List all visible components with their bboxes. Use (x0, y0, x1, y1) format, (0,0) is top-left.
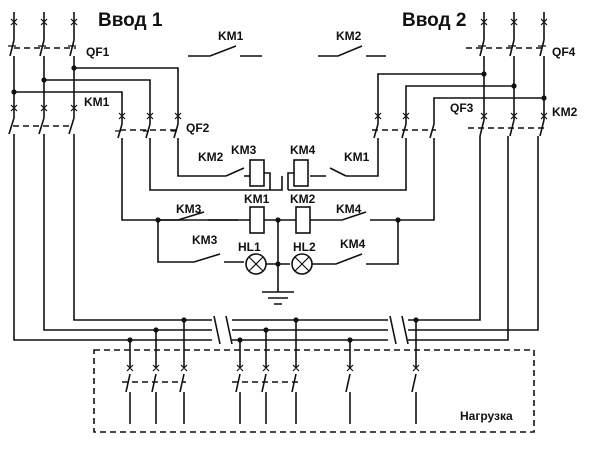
input-2-supply-lines (480, 12, 548, 40)
km4-coil (293, 159, 309, 187)
km4-coil-label: KM4 (290, 143, 316, 157)
hl1-lamp (245, 253, 267, 275)
km3-coil-label: KM3 (231, 143, 257, 157)
km1-top-label: KM1 (218, 29, 244, 43)
km2-top-label: KM2 (336, 29, 362, 43)
input-1-tap-bus (11, 65, 179, 110)
qf4-breaker (466, 39, 546, 68)
load-box (93, 349, 535, 433)
km4-contact (310, 211, 398, 221)
km4-contact-label: KM4 (336, 202, 362, 216)
km4-lamp-contact-label: KM4 (340, 237, 366, 251)
km2-coil (295, 206, 311, 234)
hl2-label: HL2 (293, 240, 316, 254)
km2-left-control-label: KM2 (198, 150, 224, 164)
hl2-lamp (291, 253, 313, 275)
km1-coil-label: KM1 (244, 192, 270, 206)
qf2-label: QF2 (186, 121, 210, 135)
ground-symbol (262, 291, 294, 305)
km3-coil-lead (264, 172, 271, 190)
right-control-wiring (288, 138, 435, 221)
load-breaker-group-2 (232, 364, 300, 424)
km4-coil-lead (287, 172, 294, 190)
input-1-supply-lines (10, 12, 78, 40)
km1-left-switch-label: KM1 (84, 95, 110, 109)
km2-right-switch-label: KM2 (552, 105, 578, 119)
qf2-breaker (115, 110, 182, 139)
km3-contact-label: KM3 (176, 202, 202, 216)
km1-main-contacts (8, 96, 78, 135)
load-breaker-single-1 (345, 364, 354, 424)
km4-lamp-contact (312, 220, 399, 265)
load-breaker-single-2 (411, 364, 420, 424)
km1-top-contact (188, 45, 262, 57)
load-feeders (127, 317, 419, 368)
input-2-tap-bus (377, 68, 547, 120)
km1-coil (249, 206, 265, 234)
load-breaker-group-1 (122, 364, 188, 424)
qf3-breaker (372, 110, 436, 139)
left-control-wiring (121, 138, 283, 221)
km2-main-contacts (468, 112, 548, 137)
input-2-title: Ввод 2 (402, 10, 466, 31)
main-bus-lines (13, 134, 539, 345)
hl1-label: HL1 (238, 240, 261, 254)
qf4-label: QF4 (552, 45, 576, 59)
qf1-breaker (8, 39, 76, 68)
km2-top-contact (318, 45, 386, 57)
km3-coil (249, 159, 265, 187)
input-1-title: Ввод 1 (98, 10, 163, 31)
km3-contact (158, 211, 250, 221)
km1-right-control-label: KM1 (344, 150, 370, 164)
qf1-label: QF1 (86, 45, 110, 59)
km2-coil-label: KM2 (290, 192, 316, 206)
load-label: Нагрузка (460, 409, 513, 423)
km3-lamp-contact-label: KM3 (192, 233, 218, 247)
qf3-label: QF3 (450, 101, 474, 115)
km3-lamp-contact (157, 220, 244, 263)
